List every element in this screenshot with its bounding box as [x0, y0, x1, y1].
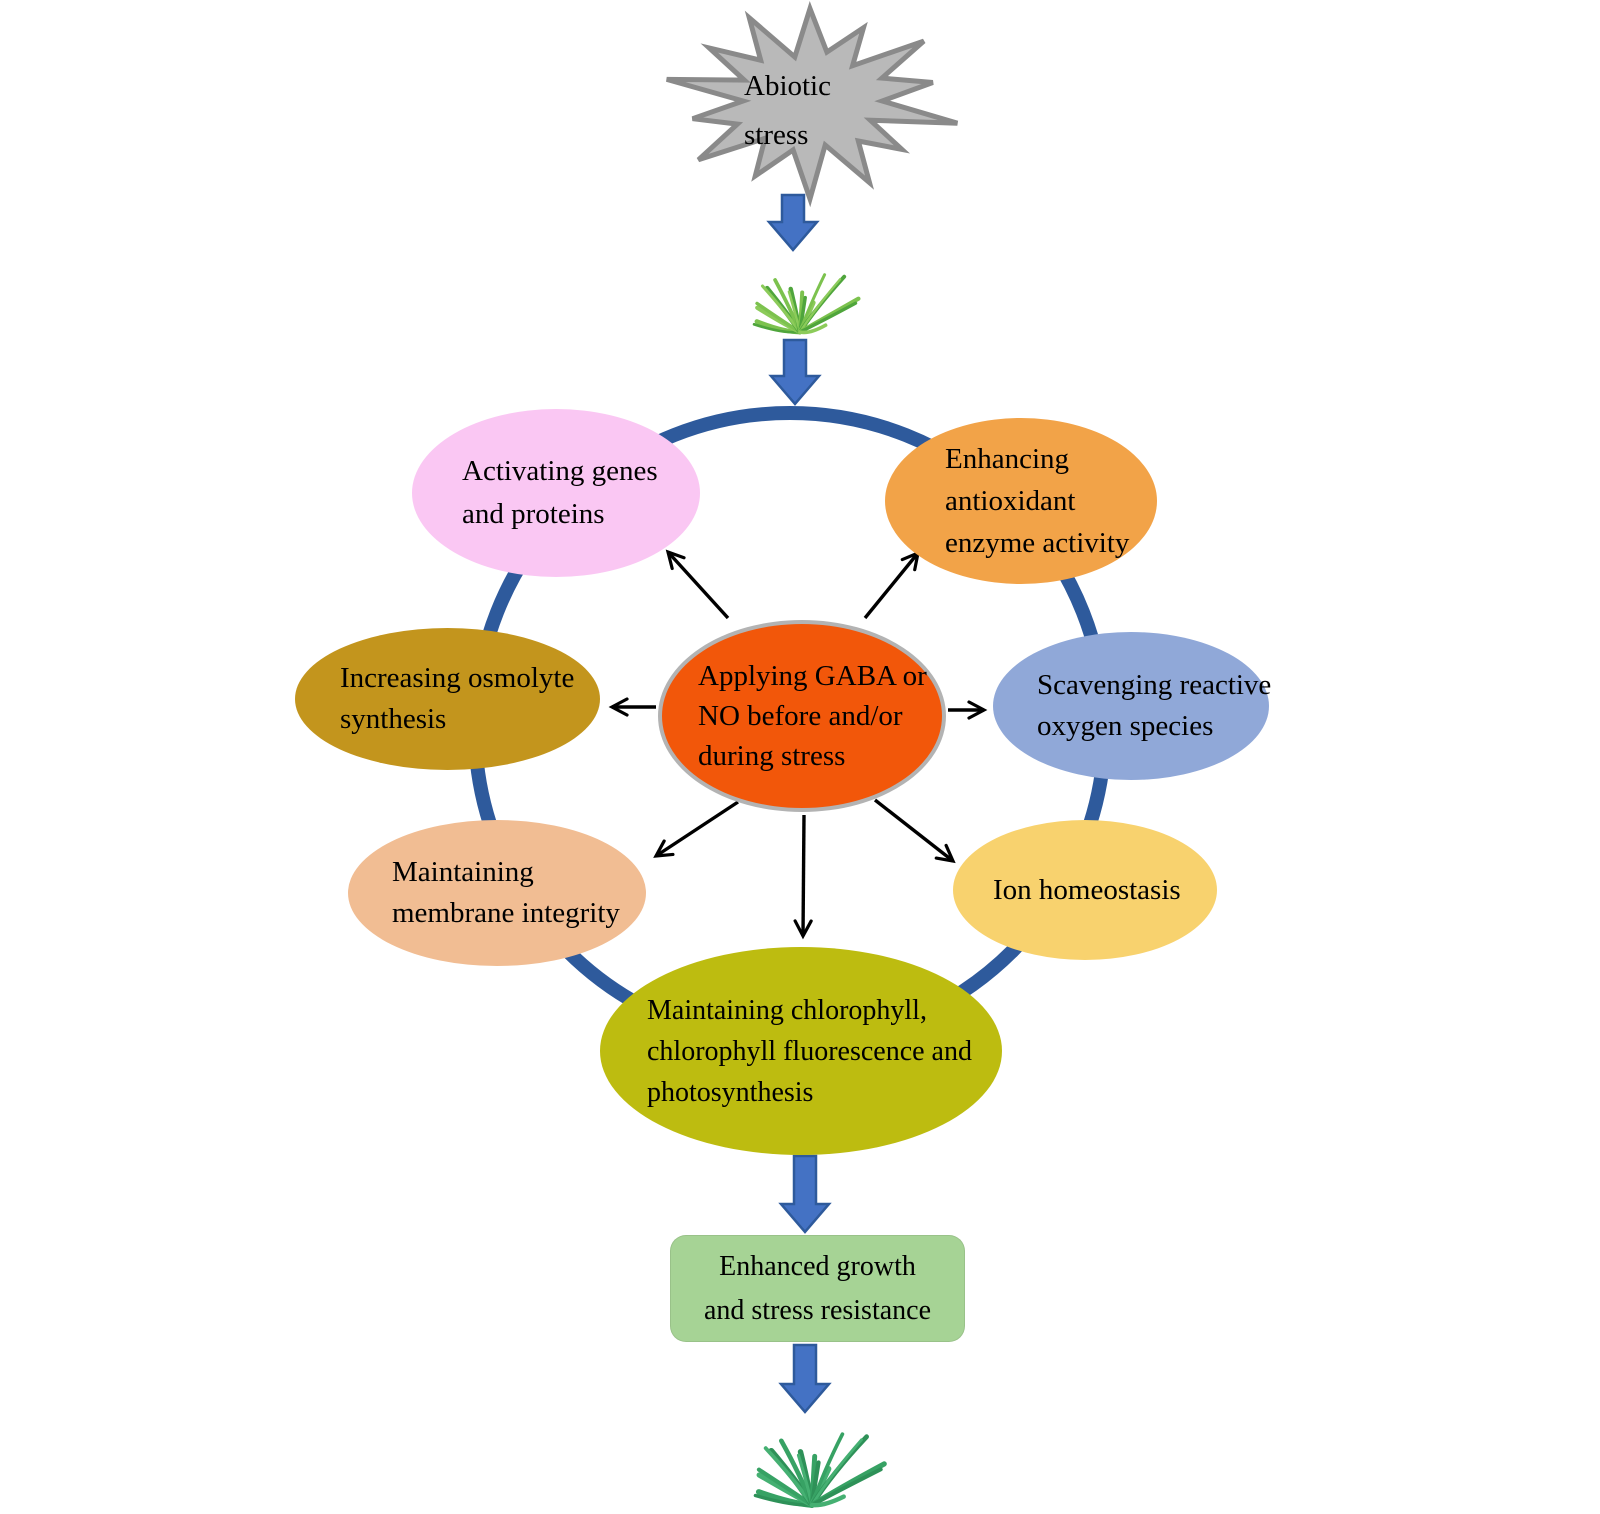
node-label: Maintaining chlorophyll, — [647, 994, 927, 1026]
arrow-to-activating-genes — [665, 549, 730, 620]
node-label: Enhanced growth — [719, 1250, 916, 1282]
node-label: synthesis — [340, 703, 447, 735]
node-label: during stress — [698, 740, 846, 772]
flow-arrow-stress-to-plant — [766, 193, 820, 252]
radial-arrows — [608, 549, 988, 940]
node-chlorophyll: Maintaining chlorophyll, chlorophyll flu… — [600, 947, 1002, 1155]
starburst-icon — [666, 1, 959, 208]
node-scavenging-ros: Scavenging reactive oxygen species — [993, 632, 1272, 780]
node-label: Scavenging reactive — [1037, 669, 1272, 701]
arrow-to-antioxidant-enzymes — [863, 550, 921, 620]
node-label: antioxidant — [945, 485, 1076, 517]
arrow-to-membrane-integrity — [653, 800, 739, 858]
node-label: Ion homeostasis — [993, 873, 1181, 906]
plant-grass-top-icon — [752, 273, 861, 335]
plant-grass-bottom-icon — [753, 1432, 887, 1508]
node-label: and proteins — [462, 498, 605, 530]
node-osmolyte-synthesis: Increasing osmolyte synthesis — [295, 628, 600, 770]
node-membrane-integrity: Maintaining membrane integrity — [348, 820, 646, 966]
arrow-to-chlorophyll — [793, 814, 813, 940]
flow-arrow-cycle-to-outcome — [778, 1154, 832, 1234]
node-label: NO before and/or — [698, 700, 903, 732]
node-activating-genes: Activating genes and proteins — [412, 409, 700, 577]
node-label: oxygen species — [1037, 710, 1214, 742]
node-ion-homeostasis: Ion homeostasis — [953, 820, 1217, 960]
stress-line: Abiotic — [744, 70, 831, 102]
node-label: Activating genes — [462, 455, 658, 487]
node-label: membrane integrity — [392, 897, 620, 929]
node-label: Applying GABA or — [698, 660, 927, 692]
stress-line: stress — [744, 119, 809, 151]
flow-arrow-outcome-to-plant — [778, 1343, 832, 1414]
node-label: and stress resistance — [703, 1294, 932, 1326]
abiotic-stress-label: Abiotic stress — [744, 62, 924, 160]
arrow-to-ion-homeostasis — [873, 798, 956, 864]
node-label: chlorophyll fluorescence and — [647, 1035, 972, 1067]
node-label: Maintaining — [392, 856, 534, 888]
node-antioxidant-enzymes: Enhancing antioxidant enzyme activity — [885, 418, 1157, 584]
node-label: photosynthesis — [647, 1076, 814, 1108]
node-center-applying-gaba: Applying GABA or NO before and/or during… — [658, 620, 946, 812]
flow-arrow-plant-to-cycle — [768, 338, 822, 406]
node-outcome-enhanced-growth: Enhanced growth and stress resistance — [670, 1235, 965, 1342]
node-label: Increasing osmolyte — [340, 662, 575, 694]
